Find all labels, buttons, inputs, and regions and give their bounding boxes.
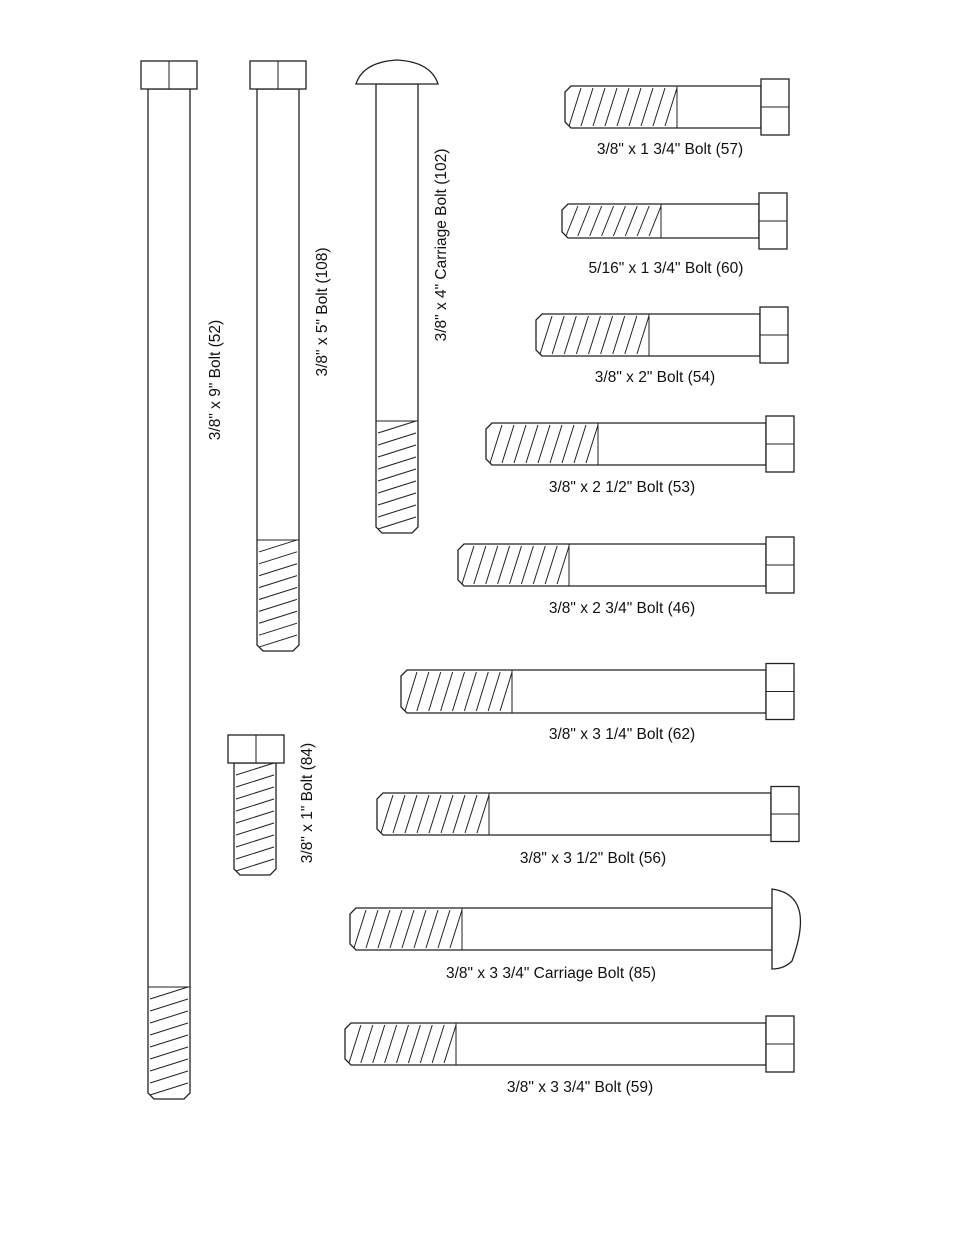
bolt-53: 3/8" x 2 1/2" Bolt (53) bbox=[485, 415, 795, 496]
bolt-label: 3/8" x 1" Bolt (84) bbox=[299, 743, 316, 863]
bolt-54: 3/8" x 2" Bolt (54) bbox=[535, 306, 789, 386]
bolt-shank bbox=[233, 762, 277, 876]
bolt-label: 3/8" x 2" Bolt (54) bbox=[595, 369, 715, 386]
carriage-head-icon bbox=[771, 888, 802, 970]
bolt-label: 3/8" x 5" Bolt (108) bbox=[314, 247, 331, 376]
bolt-shank bbox=[457, 543, 767, 587]
bolt-shank bbox=[485, 422, 767, 466]
bolt-label: 3/8" x 9" Bolt (52) bbox=[207, 320, 224, 440]
bolt-label: 3/8" x 3 1/4" Bolt (62) bbox=[549, 726, 695, 743]
bolt-46: 3/8" x 2 3/4" Bolt (46) bbox=[457, 536, 795, 617]
bolt-label: 3/8" x 3 3/4" Carriage Bolt (85) bbox=[446, 965, 656, 982]
bolt-shank bbox=[376, 792, 772, 836]
bolt-57: 3/8" x 1 3/4" Bolt (57) bbox=[564, 78, 790, 158]
carriage-head-icon bbox=[355, 59, 439, 85]
bolt-label: 3/8" x 2 3/4" Bolt (46) bbox=[549, 600, 695, 617]
bolt-102: 3/8" x 4" Carriage Bolt (102) bbox=[355, 59, 450, 534]
bolt-label: 3/8" x 3 1/2" Bolt (56) bbox=[520, 850, 666, 867]
bolt-108: 3/8" x 5" Bolt (108) bbox=[249, 60, 331, 652]
bolt-84: 3/8" x 1" Bolt (84) bbox=[227, 734, 316, 876]
bolt-shank bbox=[375, 83, 419, 534]
bolt-shank bbox=[147, 88, 191, 1100]
bolt-label: 3/8" x 4" Carriage Bolt (102) bbox=[433, 149, 450, 342]
bolt-52: 3/8" x 9" Bolt (52) bbox=[140, 60, 224, 1100]
bolt-62: 3/8" x 3 1/4" Bolt (62) bbox=[400, 662, 795, 743]
bolt-59: 3/8" x 3 3/4" Bolt (59) bbox=[344, 1015, 795, 1096]
bolt-85: 3/8" x 3 3/4" Carriage Bolt (85) bbox=[349, 888, 802, 982]
bolt-shank bbox=[256, 88, 300, 652]
bolt-60: 5/16" x 1 3/4" Bolt (60) bbox=[561, 192, 788, 277]
bolt-label: 3/8" x 1 3/4" Bolt (57) bbox=[597, 141, 743, 158]
bolt-shank bbox=[349, 907, 773, 951]
bolt-shank bbox=[400, 669, 767, 714]
bolt-label: 5/16" x 1 3/4" Bolt (60) bbox=[589, 260, 744, 277]
bolt-label: 3/8" x 3 3/4" Bolt (59) bbox=[507, 1079, 653, 1096]
bolt-56: 3/8" x 3 1/2" Bolt (56) bbox=[376, 785, 800, 867]
bolt-label: 3/8" x 2 1/2" Bolt (53) bbox=[549, 479, 695, 496]
bolt-shank bbox=[344, 1022, 767, 1066]
